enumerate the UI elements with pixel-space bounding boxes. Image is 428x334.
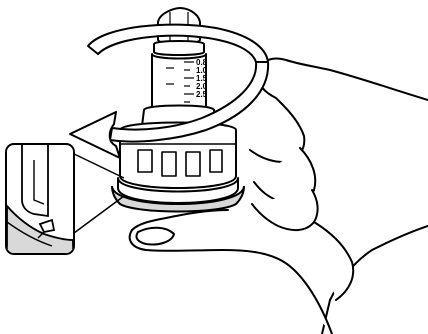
graduation-label: 2.5 (196, 90, 208, 99)
magnified-seal-detail (6, 144, 74, 256)
palm-curve (314, 222, 353, 300)
graduation-labels: 0.8 1.0 1.5 2.0 2.5 (196, 58, 208, 99)
